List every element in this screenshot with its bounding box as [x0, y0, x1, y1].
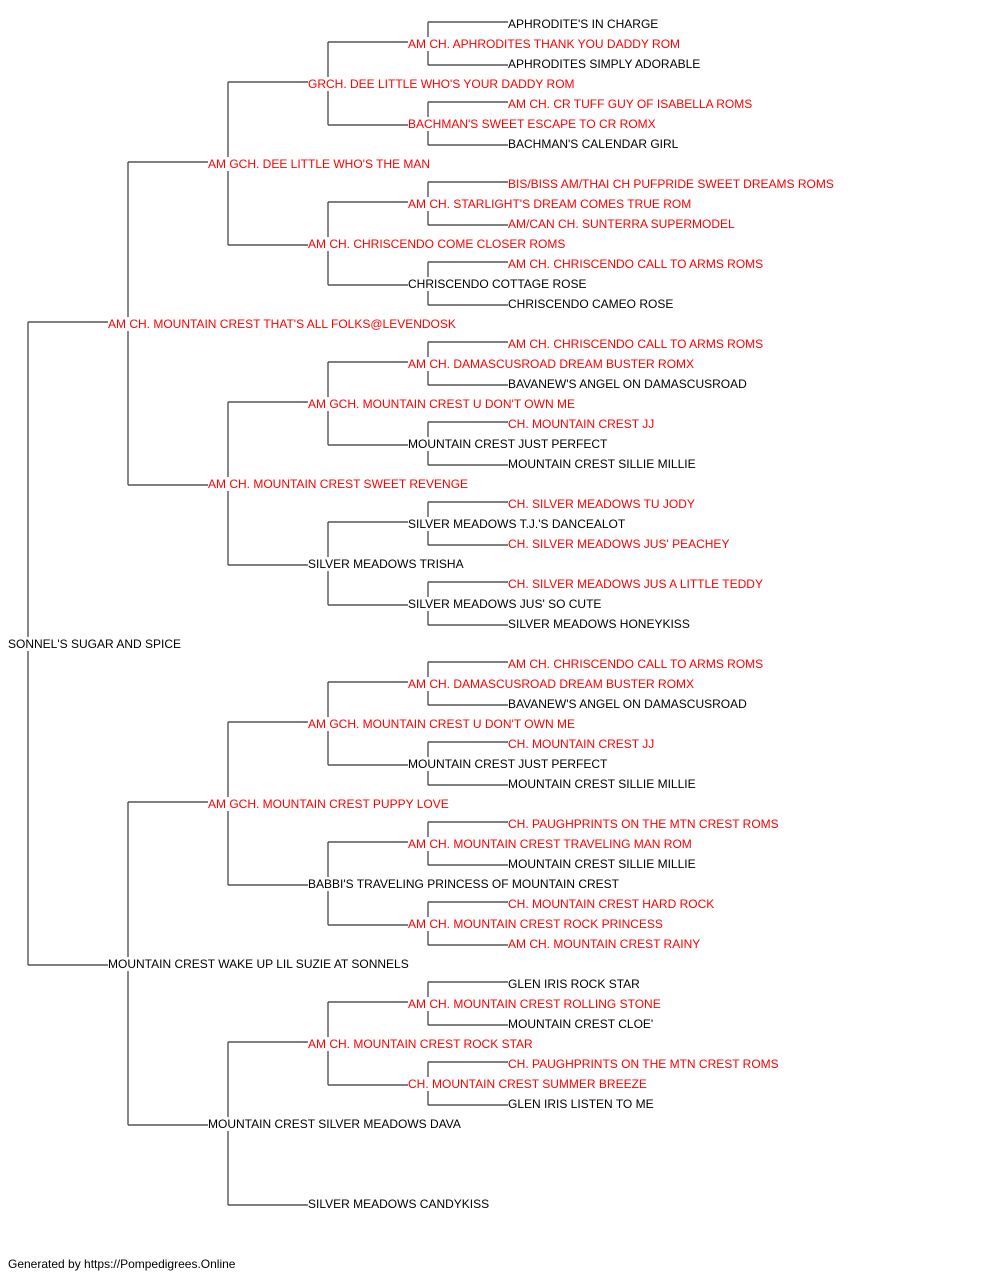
dog-name-gen4: AM CH. STARLIGHT'S DREAM COMES TRUE ROM — [408, 197, 693, 211]
dog-name-gen5: CH. MOUNTAIN CREST JJ — [508, 737, 656, 751]
dog-name-gen4: AM CH. MOUNTAIN CREST ROCK PRINCESS — [408, 917, 664, 931]
dog-name-gen5: APHRODITE'S IN CHARGE — [508, 17, 660, 31]
dog-name-gen4: BACHMAN'S SWEET ESCAPE TO CR ROMX — [408, 117, 657, 131]
dog-name-gen5: BIS/BISS AM/THAI CH PUFPRIDE SWEET DREAM… — [508, 177, 835, 191]
dog-name-gen5: AM CH. CR TUFF GUY OF ISABELLA ROMS — [508, 97, 754, 111]
dog-name-gen3: SILVER MEADOWS TRISHA — [308, 557, 465, 571]
dog-name-gen5: SILVER MEADOWS HONEYKISS — [508, 617, 691, 631]
dog-name-gen4: AM CH. DAMASCUSROAD DREAM BUSTER ROMX — [408, 677, 696, 691]
dog-name-gen2: AM CH. MOUNTAIN CREST SWEET REVENGE — [208, 477, 470, 491]
dog-name-gen5: MOUNTAIN CREST SILLIE MILLIE — [508, 777, 697, 791]
dog-name-gen5: CH. MOUNTAIN CREST JJ — [508, 417, 656, 431]
dog-name-gen4: AM CH. MOUNTAIN CREST ROLLING STONE — [408, 997, 662, 1011]
dog-name-gen5: CH. PAUGHPRINTS ON THE MTN CREST ROMS — [508, 1057, 780, 1071]
dog-name-gen5: AM CH. MOUNTAIN CREST RAINY — [508, 937, 702, 951]
dog-name-gen5: APHRODITES SIMPLY ADORABLE — [508, 57, 702, 71]
dog-name-gen5: BAVANEW'S ANGEL ON DAMASCUSROAD — [508, 377, 748, 391]
dog-name-gen4: SILVER MEADOWS T.J.'S DANCEALOT — [408, 517, 627, 531]
dog-name-gen4: CHRISCENDO COTTAGE ROSE — [408, 277, 588, 291]
dog-name-gen5: CH. SILVER MEADOWS JUS' PEACHEY — [508, 537, 731, 551]
dog-name-gen3: AM CH. CHRISCENDO COME CLOSER ROMS — [308, 237, 567, 251]
dog-name-gen5: AM CH. CHRISCENDO CALL TO ARMS ROMS — [508, 337, 765, 351]
dog-name-gen5: AM CH. CHRISCENDO CALL TO ARMS ROMS — [508, 257, 765, 271]
dog-name-gen3: AM CH. MOUNTAIN CREST ROCK STAR — [308, 1037, 534, 1051]
dog-name-gen5: BAVANEW'S ANGEL ON DAMASCUSROAD — [508, 697, 748, 711]
dog-name-gen5: CH. SILVER MEADOWS JUS A LITTLE TEDDY — [508, 577, 764, 591]
dog-name-gen5: MOUNTAIN CREST SILLIE MILLIE — [508, 857, 697, 871]
dog-name-gen5: MOUNTAIN CREST SILLIE MILLIE — [508, 457, 697, 471]
dog-name-gen2: MOUNTAIN CREST SILVER MEADOWS DAVA — [208, 1117, 462, 1131]
dog-name-gen4: AM CH. DAMASCUSROAD DREAM BUSTER ROMX — [408, 357, 696, 371]
dog-name-gen5: CH. MOUNTAIN CREST HARD ROCK — [508, 897, 716, 911]
dog-name-gen1: MOUNTAIN CREST WAKE UP LIL SUZIE AT SONN… — [108, 957, 410, 971]
dog-name-gen4: SILVER MEADOWS JUS' SO CUTE — [408, 597, 603, 611]
dog-name-gen5: GLEN IRIS ROCK STAR — [508, 977, 641, 991]
dog-name-gen3: BABBI'S TRAVELING PRINCESS OF MOUNTAIN C… — [308, 877, 621, 891]
dog-name-gen5: AM/CAN CH. SUNTERRA SUPERMODEL — [508, 217, 736, 231]
dog-name-gen5: CH. SILVER MEADOWS TU JODY — [508, 497, 696, 511]
dog-name-gen3: SILVER MEADOWS CANDYKISS — [308, 1197, 491, 1211]
dog-name-gen4: AM CH. APHRODITES THANK YOU DADDY ROM — [408, 37, 682, 51]
dog-name-gen5: AM CH. CHRISCENDO CALL TO ARMS ROMS — [508, 657, 765, 671]
dog-name-gen4: AM CH. MOUNTAIN CREST TRAVELING MAN ROM — [408, 837, 693, 851]
dog-name-gen4: CH. MOUNTAIN CREST SUMMER BREEZE — [408, 1077, 648, 1091]
dog-name-gen2: AM GCH. DEE LITTLE WHO'S THE MAN — [208, 157, 432, 171]
dog-name-gen5: CH. PAUGHPRINTS ON THE MTN CREST ROMS — [508, 817, 780, 831]
dog-name-gen5: BACHMAN'S CALENDAR GIRL — [508, 137, 680, 151]
dog-name-gen4: MOUNTAIN CREST JUST PERFECT — [408, 437, 609, 451]
dog-name-gen3: GRCH. DEE LITTLE WHO'S YOUR DADDY ROM — [308, 77, 576, 91]
dog-name-gen4: MOUNTAIN CREST JUST PERFECT — [408, 757, 609, 771]
dog-name-gen3: AM GCH. MOUNTAIN CREST U DON'T OWN ME — [308, 397, 576, 411]
dog-name-gen5: MOUNTAIN CREST CLOE' — [508, 1017, 655, 1031]
dog-name-gen0: SONNEL'S SUGAR AND SPICE — [8, 637, 183, 651]
footer-credit: Generated by https://Pompedigrees.Online — [8, 1257, 236, 1271]
dog-name-gen5: CHRISCENDO CAMEO ROSE — [508, 297, 675, 311]
dog-name-gen3: AM GCH. MOUNTAIN CREST U DON'T OWN ME — [308, 717, 576, 731]
dog-name-gen2: AM GCH. MOUNTAIN CREST PUPPY LOVE — [208, 797, 450, 811]
dog-name-gen1: AM CH. MOUNTAIN CREST THAT'S ALL FOLKS@L… — [108, 317, 457, 331]
dog-name-gen5: GLEN IRIS LISTEN TO ME — [508, 1097, 655, 1111]
